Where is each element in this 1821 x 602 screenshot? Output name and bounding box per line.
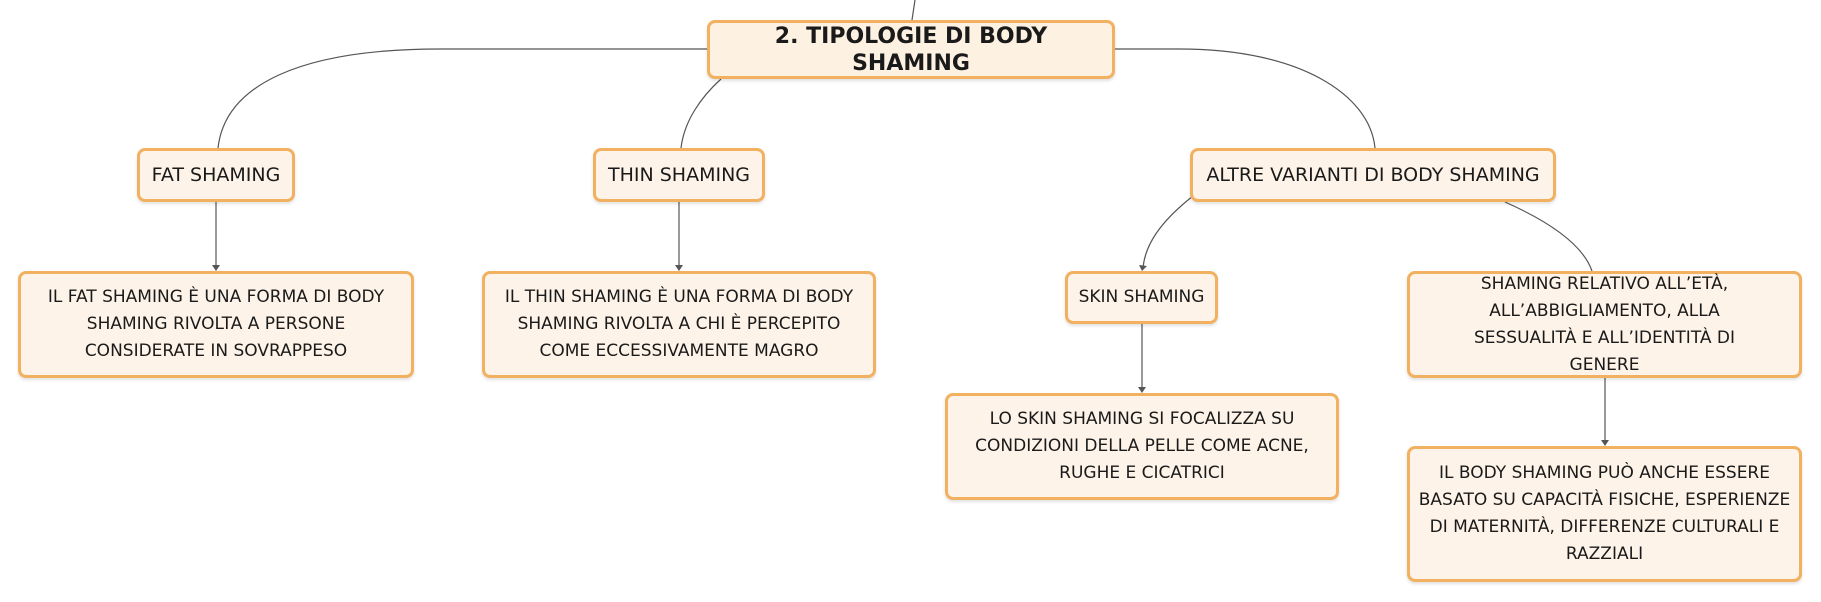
shaming-eta-description: IL BODY SHAMING PUÒ ANCHE ESSERE BASATO … — [1418, 463, 1791, 564]
root-node[interactable]: 2. TIPOLOGIE DI BODY SHAMING — [707, 20, 1115, 79]
thin-shaming-description: IL THIN SHAMING È UNA FORMA DI BODY SHAM… — [504, 287, 854, 361]
connector-root-to-fat-shaming — [217, 48, 707, 149]
altre-varianti-node[interactable]: ALTRE VARIANTI DI BODY SHAMING — [1190, 148, 1556, 202]
skin-shaming-node[interactable]: SKIN SHAMING — [1065, 271, 1218, 324]
connector-root-to-thin-shaming — [680, 78, 722, 149]
connector-altre-to-skin-shaming — [1142, 195, 1194, 269]
skin-shaming-description-node[interactable]: LO SKIN SHAMING SI FOCALIZZA SU CONDIZIO… — [945, 393, 1339, 500]
shaming-eta-label: SHAMING RELATIVO ALL’ETÀ, ALL’ABBIGLIAME… — [1473, 273, 1736, 375]
fat-shaming-node[interactable]: FAT SHAMING — [137, 148, 295, 202]
shaming-eta-description-node[interactable]: IL BODY SHAMING PUÒ ANCHE ESSERE BASATO … — [1407, 446, 1802, 582]
altre-varianti-label: ALTRE VARIANTI DI BODY SHAMING — [1206, 163, 1540, 186]
fat-shaming-description: IL FAT SHAMING È UNA FORMA DI BODY SHAMI… — [47, 287, 385, 361]
skin-shaming-label: SKIN SHAMING — [1078, 287, 1205, 307]
fat-shaming-label: FAT SHAMING — [151, 163, 281, 186]
connector-root-to-altre-varianti — [1115, 48, 1376, 149]
thin-shaming-label: THIN SHAMING — [607, 163, 751, 186]
root-node-label: 2. TIPOLOGIE DI BODY SHAMING — [774, 23, 1048, 76]
fat-shaming-description-node[interactable]: IL FAT SHAMING È UNA FORMA DI BODY SHAMI… — [18, 271, 414, 378]
shaming-eta-node[interactable]: SHAMING RELATIVO ALL’ETÀ, ALL’ABBIGLIAME… — [1407, 271, 1802, 378]
thin-shaming-description-node[interactable]: IL THIN SHAMING È UNA FORMA DI BODY SHAM… — [482, 271, 876, 378]
connector-parent-to-root — [911, 0, 916, 21]
skin-shaming-description: LO SKIN SHAMING SI FOCALIZZA SU CONDIZIO… — [975, 409, 1309, 483]
thin-shaming-node[interactable]: THIN SHAMING — [593, 148, 765, 202]
connector-altre-to-shaming-eta — [1504, 201, 1593, 272]
